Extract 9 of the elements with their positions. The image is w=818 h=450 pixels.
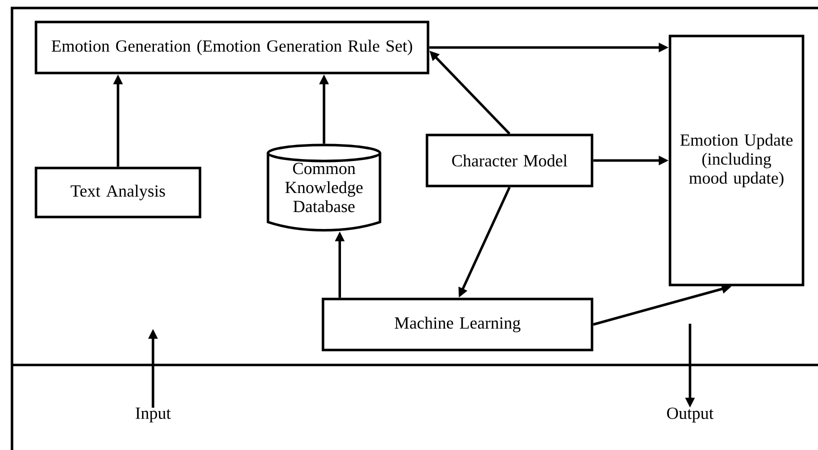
io-label: Output (667, 408, 714, 422)
process-box: Machine Learning (322, 298, 594, 352)
process-box: Character Model (426, 134, 594, 188)
node-label: Common Knowledge Database (285, 162, 363, 212)
process-box: Text Analysis (34, 166, 202, 218)
process-box: Emotion Update (including mood update) (668, 34, 804, 286)
database-cylinder: Common Knowledge Database (266, 144, 382, 232)
io-label: Input (136, 408, 171, 422)
process-box: Emotion Generation (Emotion Generation Rule Set) (34, 20, 430, 74)
